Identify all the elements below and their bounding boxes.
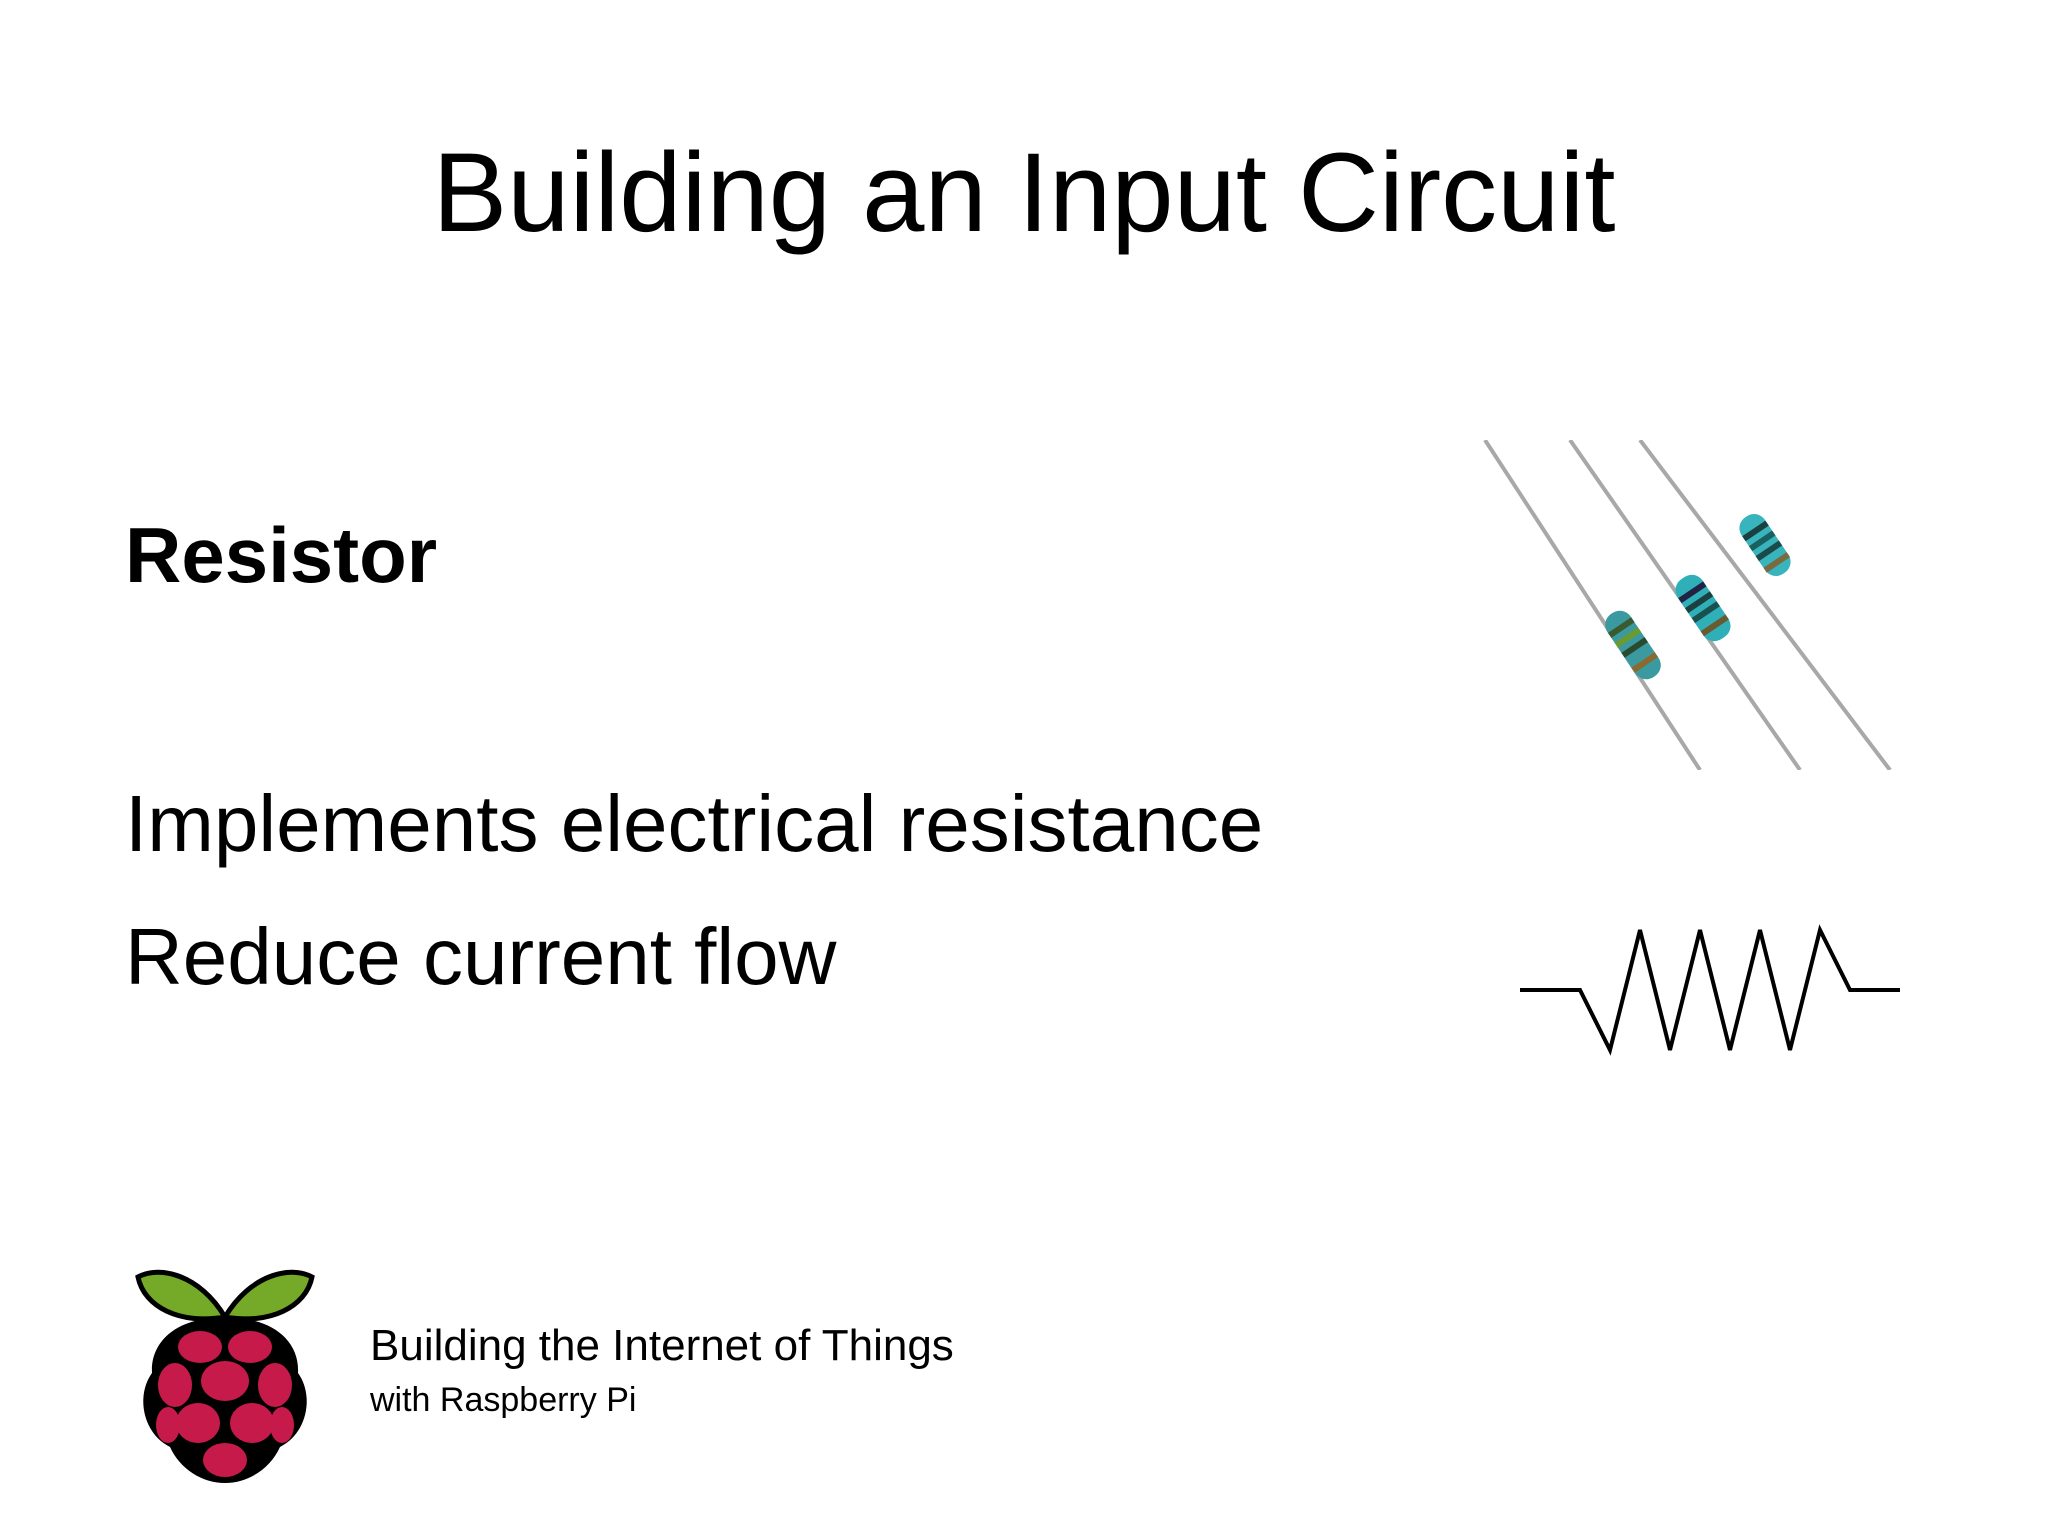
footer-title: Building the Internet of Things (370, 1321, 954, 1370)
resistors-photo (1483, 440, 1892, 770)
bullet-item: Implements electrical resistance (125, 779, 1264, 868)
bullet-item: Reduce current flow (125, 912, 837, 1001)
section-heading: Resistor (125, 511, 438, 599)
slide-title: Building an Input Circuit (432, 130, 1616, 255)
footer-subtitle: with Raspberry Pi (370, 1381, 637, 1419)
raspberry-pi-logo (135, 1269, 315, 1483)
resistor-symbol-icon (1520, 924, 1900, 1056)
